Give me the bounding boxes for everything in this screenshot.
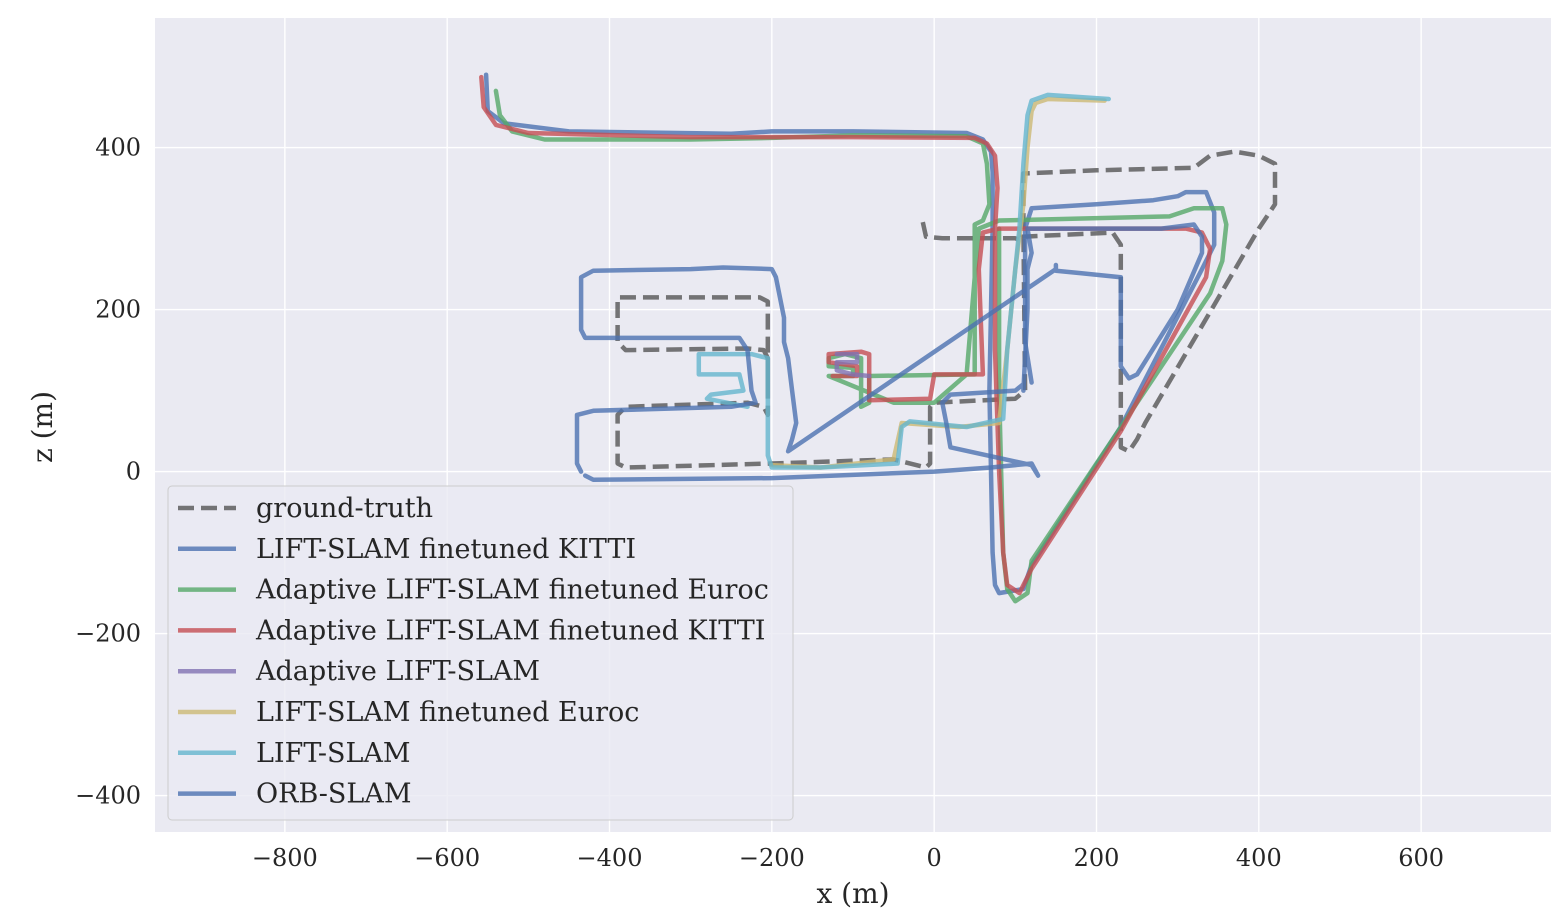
series-line-1 xyxy=(483,72,1217,596)
legend-label: LIFT-SLAM xyxy=(256,738,411,769)
legend-box xyxy=(167,485,794,821)
legend-label: Adaptive LIFT-SLAM finetuned KITTI xyxy=(255,615,765,646)
legend-label: Adaptive LIFT-SLAM xyxy=(255,656,540,687)
y-tick-label: 200 xyxy=(95,296,141,324)
x-tick-label: 400 xyxy=(1236,844,1282,872)
legend-label: LIFT-SLAM finetuned KITTI xyxy=(256,534,636,565)
legend-label: Adaptive LIFT-SLAM finetuned Euroc xyxy=(255,575,769,606)
x-tick-label: −800 xyxy=(252,844,318,872)
y-tick-label: 400 xyxy=(95,134,141,162)
series-line-7 xyxy=(574,222,1205,482)
y-tick-label: 0 xyxy=(126,458,141,486)
series-line-4 xyxy=(834,351,872,379)
x-axis-label: x (m) xyxy=(816,877,889,910)
legend-label: ground-truth xyxy=(256,493,433,524)
x-tick-label: −600 xyxy=(414,844,480,872)
x-tick-label: 0 xyxy=(927,844,942,872)
x-tick-labels: −800 −600 −400 −200 0 200 400 600 xyxy=(252,844,1444,872)
legend-label: ORB-SLAM xyxy=(256,779,412,810)
y-tick-labels: −400 −200 0 200 400 xyxy=(75,134,141,810)
series-layer xyxy=(479,72,1278,604)
x-tick-label: −200 xyxy=(739,844,805,872)
x-tick-label: 200 xyxy=(1074,844,1120,872)
series-line-6 xyxy=(696,92,1111,470)
y-axis-label: z (m) xyxy=(26,391,59,463)
y-tick-label: −400 xyxy=(75,782,141,810)
y-tick-label: −200 xyxy=(75,620,141,648)
x-tick-label: −400 xyxy=(577,844,643,872)
series-line-3 xyxy=(479,74,1213,596)
x-tick-label: 600 xyxy=(1398,844,1444,872)
legend-label: LIFT-SLAM finetuned Euroc xyxy=(256,697,639,728)
